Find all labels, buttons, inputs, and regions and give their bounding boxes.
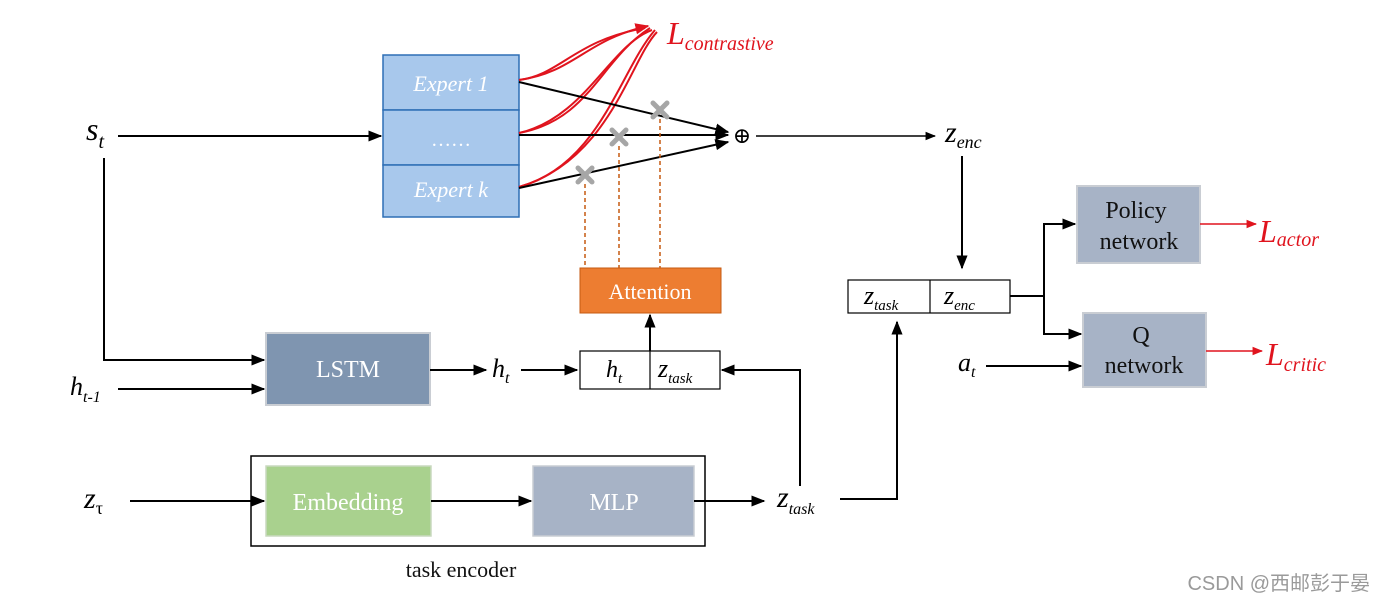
z-tau-label: zτ (83, 482, 103, 518)
mlp-label: MLP (589, 490, 638, 516)
concat-ztask-zenc: ztask zenc (847, 279, 1011, 314)
lstm-label: LSTM (316, 357, 380, 383)
a-t-label: at (958, 348, 976, 381)
expert-1-label: Expert 1 (412, 71, 488, 96)
attention-box (579, 267, 722, 314)
mlp-box (532, 465, 695, 537)
task-encoder-label: task encoder (406, 557, 517, 582)
concat-z-task: ztask (657, 354, 693, 387)
gate-cross-icons (575, 100, 670, 185)
z-enc-label: zenc (944, 116, 982, 152)
gate-cross-icon (609, 127, 629, 147)
loss-contrastive: Lcontrastive (666, 15, 774, 55)
expert-ellipsis-box (382, 109, 520, 166)
concat2-z-enc: zenc (943, 281, 975, 314)
policy-network-box (1076, 185, 1201, 264)
concat-h-t: ht (606, 357, 623, 387)
loss-actor: Lactor (1258, 213, 1319, 251)
q-network-label: Q network (1105, 323, 1184, 379)
lstm-box (265, 332, 431, 406)
h-prev-label: ht-1 (70, 372, 101, 406)
loss-critic: Lcritic (1265, 336, 1326, 376)
concat2-z-task: ztask (863, 281, 899, 314)
gate-cross-icon (575, 165, 595, 185)
concat-ht-ztask: ht ztask (579, 350, 721, 390)
expert-k-label: Expert k (413, 177, 489, 202)
policy-network-label: Policy network (1100, 198, 1179, 255)
embedding-label: Embedding (293, 490, 404, 516)
embedding-box (265, 465, 432, 537)
contrastive-curves (518, 23, 658, 188)
attention-label: Attention (608, 279, 691, 304)
expert-ellipsis-label: …… (431, 129, 471, 151)
expert-k-box (382, 164, 520, 218)
gate-cross-icon (650, 100, 670, 120)
expert-stack: Expert 1 …… Expert k (382, 54, 520, 218)
s-t-label: st (86, 111, 104, 153)
sum-operator-icon: ⊕ (733, 123, 751, 148)
q-network-box (1082, 312, 1207, 388)
h-t-label: ht (492, 354, 510, 387)
z-task-label: ztask (776, 481, 815, 518)
attention-gate-lines (584, 119, 661, 268)
expert-1-box (382, 54, 520, 111)
watermark: CSDN @西邮彭于晏 (1187, 572, 1370, 595)
